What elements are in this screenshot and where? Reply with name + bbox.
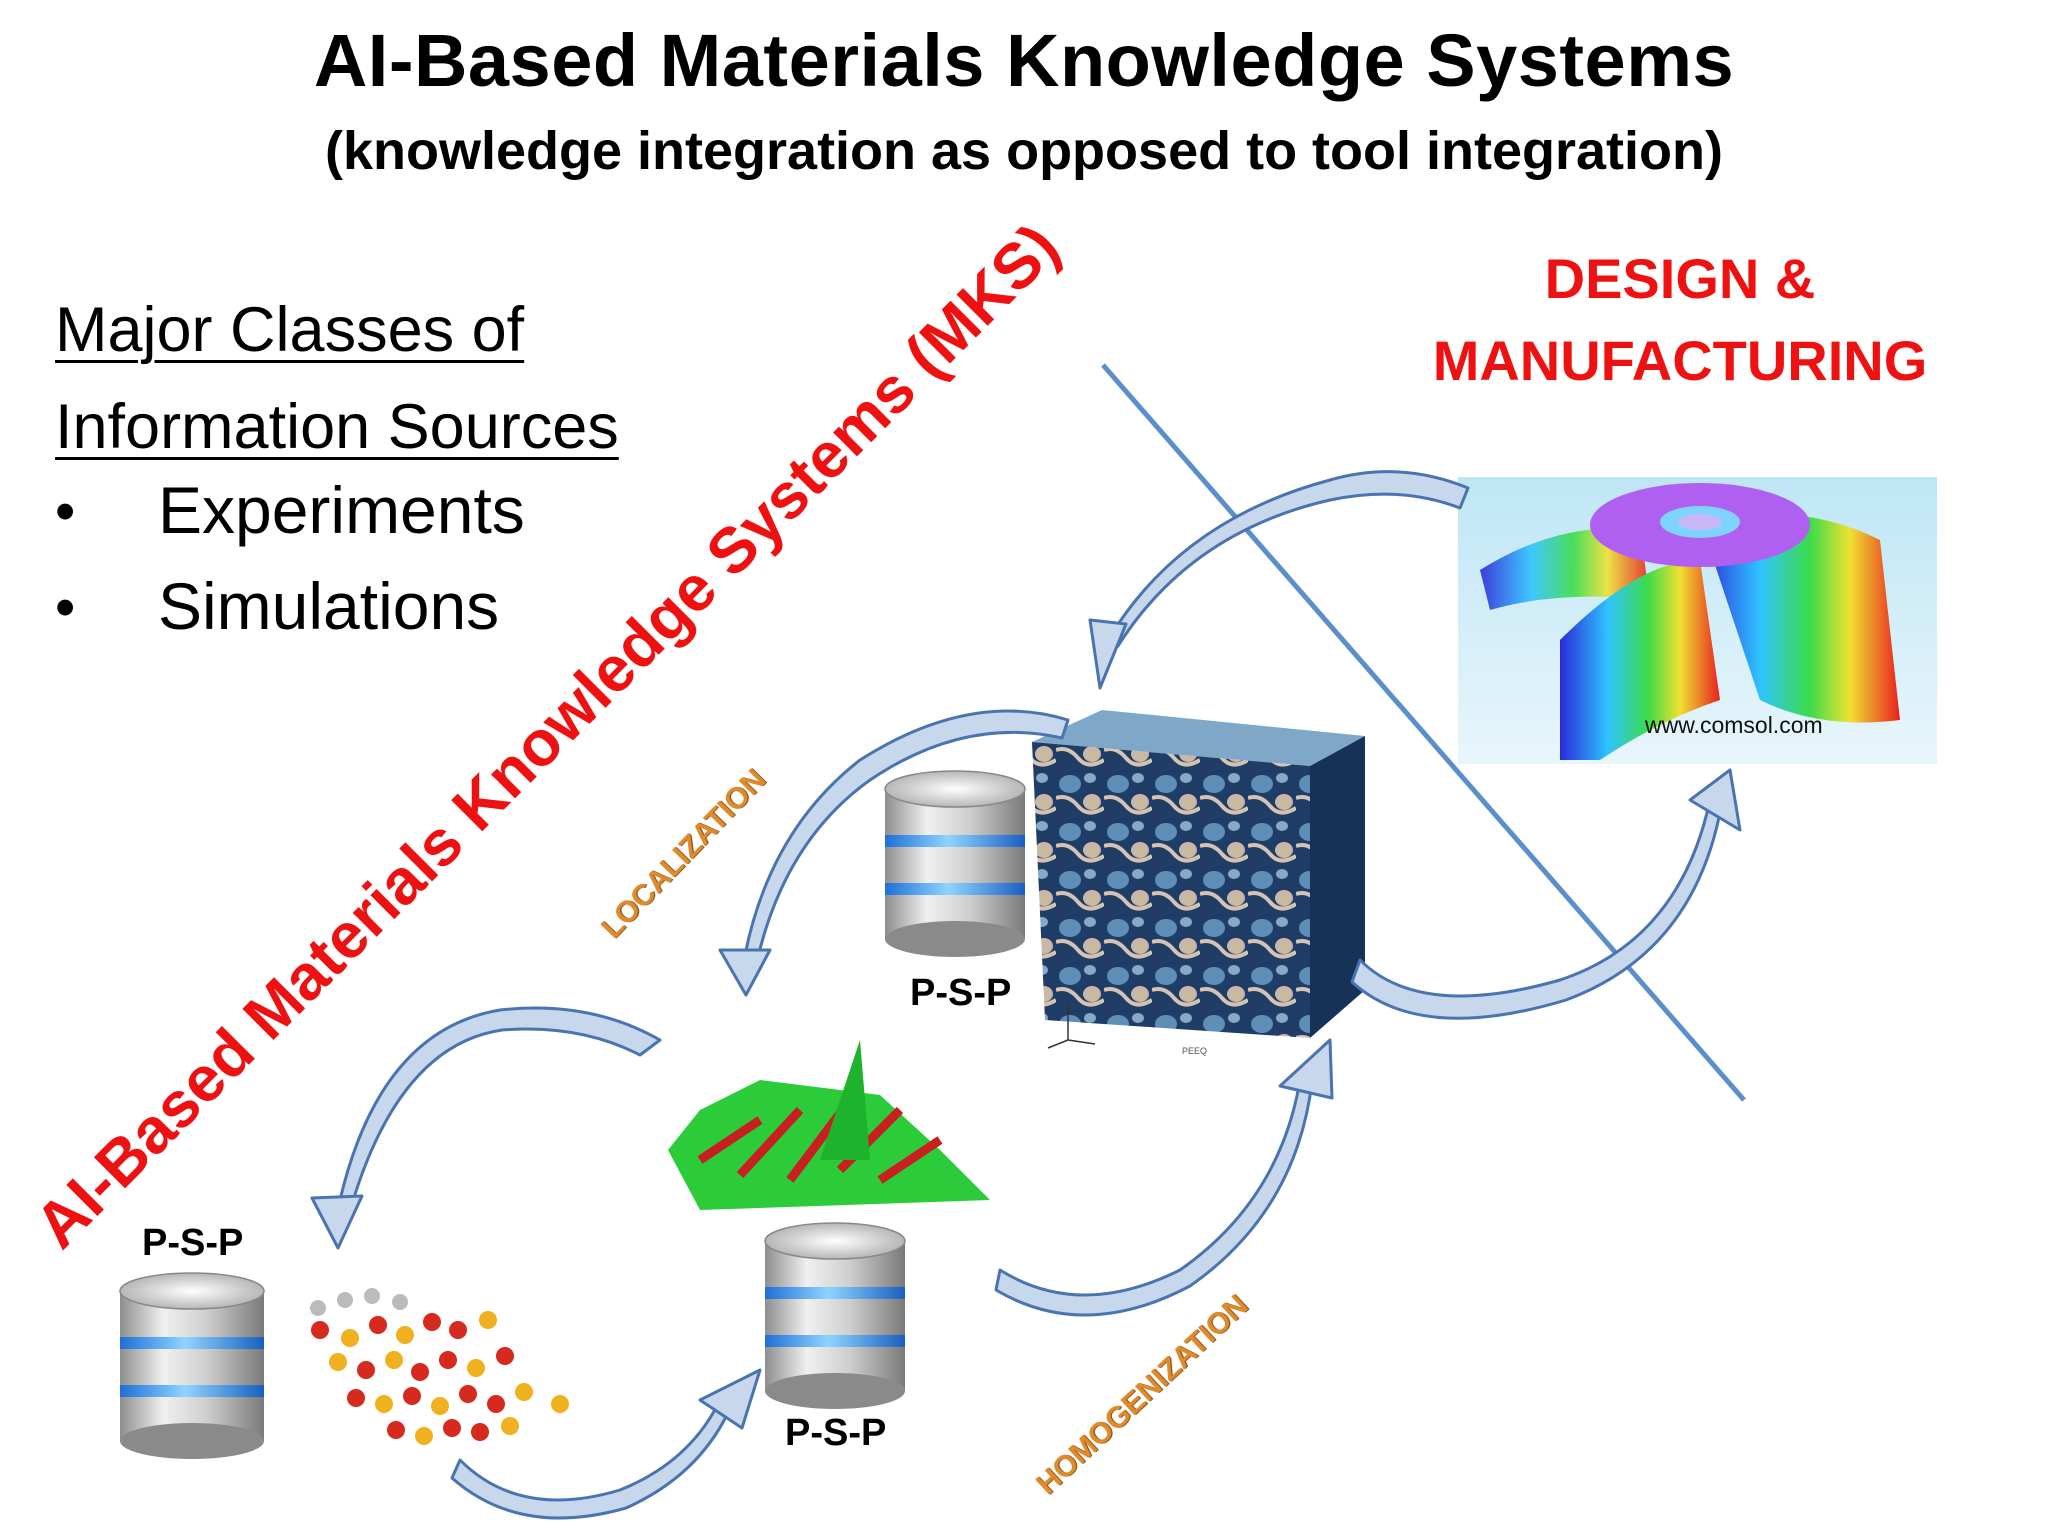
psp-label: P-S-P [142,1222,244,1264]
page-title: AI-Based Materials Knowledge Systems [313,19,1735,102]
curved-arrow-head-icon [698,1368,762,1430]
source-experiments: Experiments [158,473,525,547]
curved-arrow-head-icon [310,1194,364,1250]
curved-arrow-icon [338,1006,662,1206]
divider-line [1101,363,1746,1102]
atomic-lattice-image [310,1288,569,1445]
bullet-icon: • [55,479,76,544]
comsol-simulation-image [1458,477,1937,764]
source-simulations: Simulations [158,569,500,643]
sources-heading: Major Classes of Information Sources [55,282,619,476]
axis-triad-icon [1047,1005,1096,1049]
curved-arrow-icon [450,1398,734,1520]
comsol-url: www.comsol.com [1645,712,1823,738]
curved-arrow-icon [1106,470,1470,648]
curved-arrow-head-icon [1278,1038,1334,1100]
curved-arrow-head-icon [1088,618,1128,690]
page-subtitle: (knowledge integration as opposed to too… [325,121,1723,181]
axis-label: PEEQ [1182,1046,1208,1056]
bullet-icon: • [55,575,76,640]
sources-heading-line1: Major Classes of [55,295,525,365]
design-label-line2: MANUFACTURING [1432,329,1928,392]
curved-arrow-icon [1350,798,1724,1020]
curved-arrow-head-icon [718,948,772,997]
database-icon [884,770,1026,957]
database-icon [764,1222,906,1409]
design-manufacturing-label: DESIGN & MANUFACTURING [1400,238,1960,402]
microstructure-cube [1032,710,1365,1038]
psp-label: P-S-P [785,1412,887,1454]
curved-arrow-icon [994,1078,1314,1317]
curved-arrow-head-icon [1688,768,1742,832]
psp-label: P-S-P [910,972,1012,1014]
surface-microstructure-image [668,1040,990,1210]
sources-heading-line2: Information Sources [55,392,619,462]
design-label-line1: DESIGN & [1544,247,1816,310]
database-icon [119,1272,265,1459]
